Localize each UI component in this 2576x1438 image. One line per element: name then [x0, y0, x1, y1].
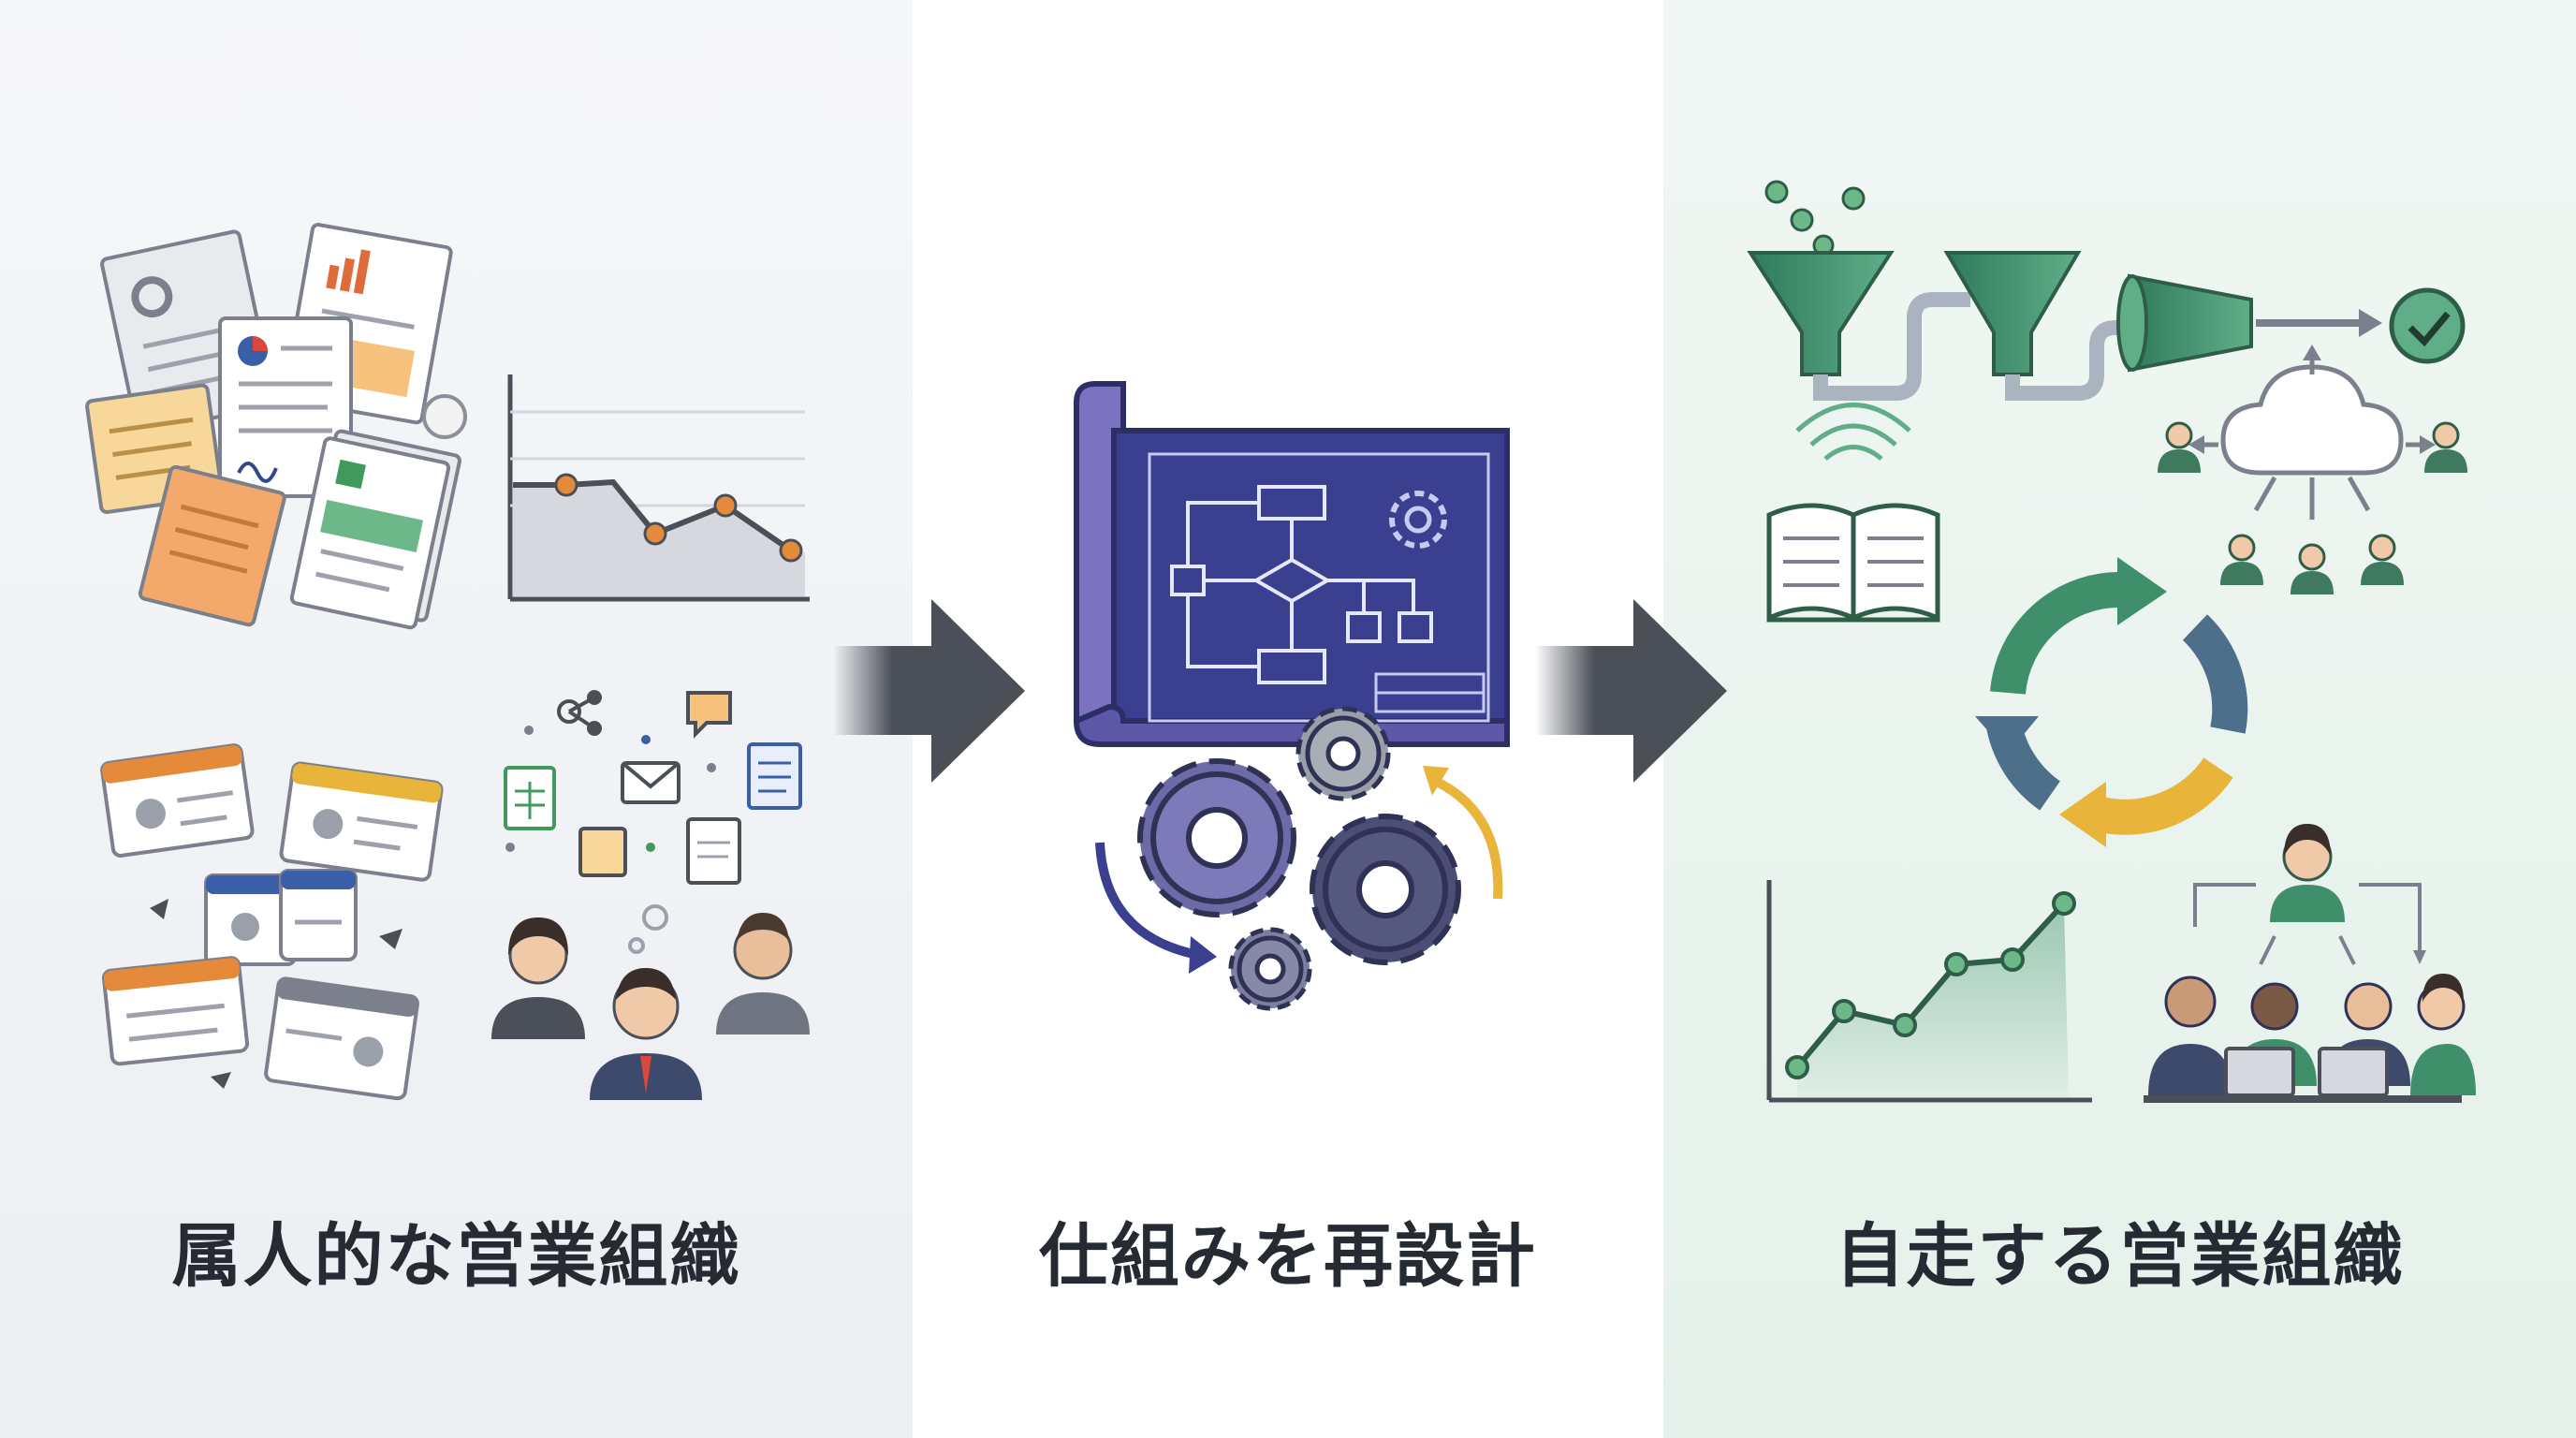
growth-chart-icon [1766, 880, 2092, 1103]
cycle-arrows-icon [1975, 557, 2248, 847]
cloud-share-icon [2158, 345, 2467, 594]
broken-business-cards-icon [100, 743, 444, 1101]
transition-arrow-1 [833, 599, 1025, 783]
stage-label-redesign: 仕組みを再設計 [1039, 1215, 1537, 1297]
stage-label-after: 自走する営業組織 [1835, 1215, 2405, 1297]
before-panel [0, 0, 913, 1438]
scattered-documents-icon [85, 223, 467, 630]
gears-icon [1095, 706, 1503, 1011]
scattered-files-icon [504, 690, 802, 954]
blueprint-icon [1073, 381, 1510, 747]
sales-pipeline-funnel-icon [1747, 180, 2466, 401]
transition-arrow-2 [1535, 599, 1727, 783]
declining-chart-icon [507, 374, 810, 602]
stage-label-before: 属人的な営業組織 [171, 1215, 741, 1297]
disconnected-people-icon [491, 913, 810, 1100]
collaborative-team-icon [2144, 824, 2476, 1103]
knowledge-base-book-icon [1766, 403, 1940, 623]
